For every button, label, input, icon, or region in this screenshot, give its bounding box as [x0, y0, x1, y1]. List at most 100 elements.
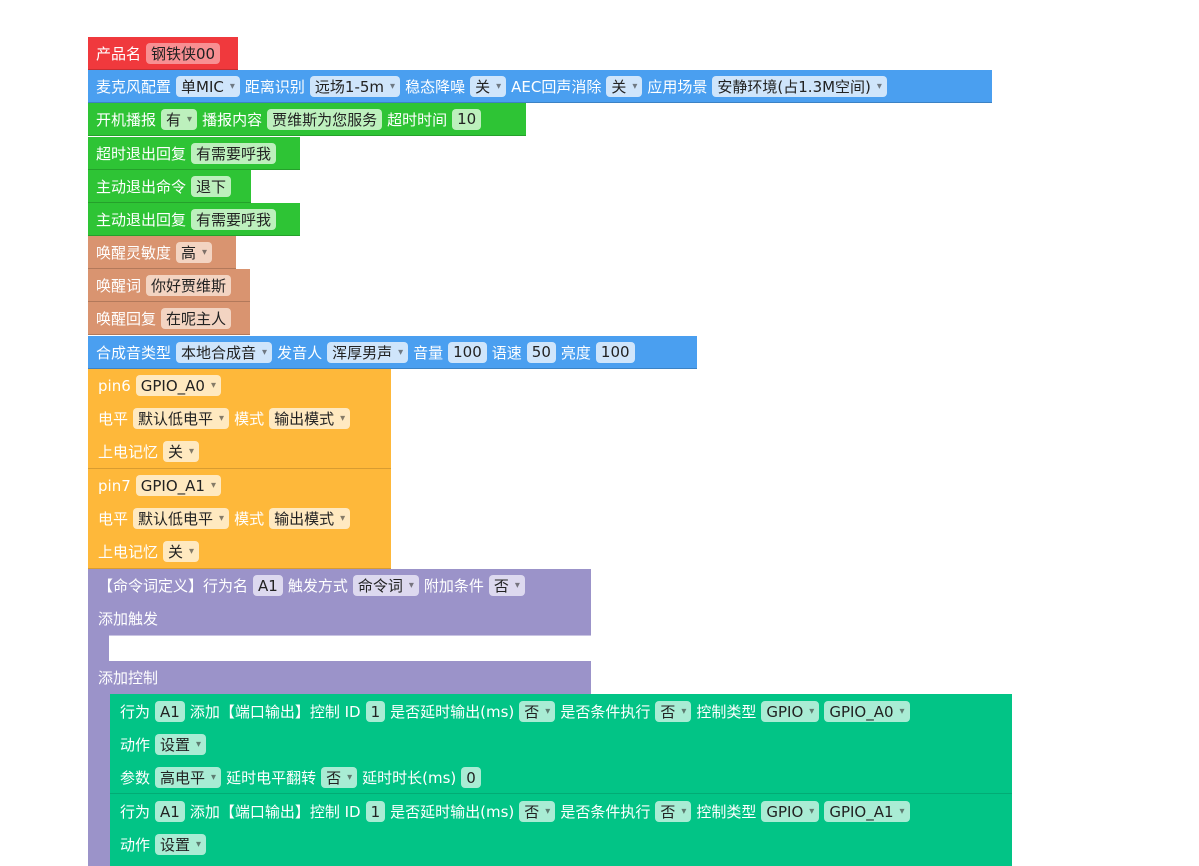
port-dropdown[interactable]: GPIO_A0 — [824, 701, 910, 722]
pin-dropdown[interactable]: GPIO_A1 — [135, 475, 221, 496]
control-type-dropdown[interactable]: GPIO — [761, 801, 820, 822]
trigger-slot-empty[interactable] — [109, 635, 591, 661]
speed-label: 语速 — [491, 343, 522, 362]
speed-input[interactable]: 50 — [526, 341, 556, 363]
wake-reply-input[interactable]: 在呢主人 — [161, 307, 232, 329]
level-dropdown[interactable]: 默认低电平 — [133, 408, 230, 429]
param-dropdown[interactable]: 高电平 — [155, 767, 222, 788]
exit-reply-input[interactable]: 有需要呼我 — [191, 208, 277, 230]
timeout-reply-input[interactable]: 有需要呼我 — [191, 142, 277, 164]
level-dropdown[interactable]: 默认低电平 — [133, 508, 230, 529]
speaker-dropdown[interactable]: 浑厚男声 — [327, 341, 409, 363]
pin-label: pin6 — [98, 376, 131, 395]
brightness-label: 亮度 — [560, 343, 591, 362]
behavior-input[interactable]: A1 — [155, 801, 185, 822]
port-dropdown[interactable]: GPIO_A1 — [824, 801, 910, 822]
pin-label: pin7 — [98, 476, 131, 495]
pin6-block[interactable]: pin6 GPIO_A0 电平 默认低电平 模式 输出模式 上电记忆 关 — [88, 369, 391, 469]
duration-input[interactable]: 0 — [461, 767, 481, 788]
boot-dropdown[interactable]: 有 — [161, 108, 198, 130]
volume-label: 音量 — [413, 343, 444, 362]
wake-word-block[interactable]: 唤醒词 你好贾维斯 — [88, 269, 250, 302]
tts-type-dropdown[interactable]: 本地合成音 — [176, 341, 273, 363]
timeout-reply-block[interactable]: 超时退出回复 有需要呼我 — [88, 137, 300, 170]
command-header-row: 【命令词定义】行为名 A1 触发方式 命令词 附加条件 否 — [98, 569, 530, 602]
volume-input[interactable]: 100 — [448, 341, 487, 363]
brightness-input[interactable]: 100 — [595, 341, 635, 363]
mic-config-label: 麦克风配置 — [96, 77, 172, 96]
aec-label: AEC回声消除 — [511, 77, 602, 96]
timeout-input[interactable]: 10 — [452, 108, 482, 130]
product-label: 产品名 — [96, 44, 142, 63]
behavior-input[interactable]: A1 — [155, 701, 185, 722]
trigger-dropdown[interactable]: 命令词 — [352, 575, 419, 596]
behavior-label: 行为 — [120, 703, 151, 721]
port-output-action-1[interactable]: 行为 A1 添加【端口输出】控制 ID 1 是否延时输出(ms) 否 是否条件执… — [110, 694, 1012, 794]
wake-reply-block[interactable]: 唤醒回复 在呢主人 — [88, 302, 250, 335]
port-output-action-2[interactable]: 行为 A1 添加【端口输出】控制 ID 1 是否延时输出(ms) 否 是否条件执… — [110, 794, 1012, 866]
distance-dropdown[interactable]: 远场1-5m — [309, 75, 401, 97]
pin6-level-row: 电平 默认低电平 模式 输出模式 — [98, 402, 355, 435]
pin6-row: pin6 GPIO_A0 — [98, 369, 226, 402]
delay-label: 是否延时输出(ms) — [390, 803, 515, 821]
pin7-level-row: 电平 默认低电平 模式 输出模式 — [98, 502, 355, 535]
exit-reply-label: 主动退出回复 — [96, 210, 187, 229]
distance-label: 距离识别 — [244, 77, 305, 96]
exit-cmd-label: 主动退出命令 — [96, 177, 187, 196]
wake-sensitivity-block[interactable]: 唤醒灵敏度 高 — [88, 236, 236, 269]
control-type-dropdown[interactable]: GPIO — [761, 701, 820, 722]
cond-exec-dropdown[interactable]: 否 — [655, 801, 692, 822]
action-dropdown[interactable]: 设置 — [155, 834, 207, 855]
action1-action-row: 动作 设置 — [120, 728, 211, 761]
mic-config-dropdown[interactable]: 单MIC — [176, 75, 240, 97]
aec-dropdown[interactable]: 关 — [606, 75, 643, 97]
add-trigger-row: 添加触发 — [98, 602, 163, 635]
product-name-input[interactable]: 钢铁侠00 — [146, 42, 221, 64]
memory-label: 上电记忆 — [98, 443, 159, 461]
command-def-block[interactable]: 【命令词定义】行为名 A1 触发方式 命令词 附加条件 否 添加触发 — [88, 569, 591, 635]
behavior-name-input[interactable]: A1 — [253, 575, 283, 596]
tts-block[interactable]: 合成音类型 本地合成音 发音人 浑厚男声 音量 100 语速 50 亮度 100 — [88, 336, 697, 369]
mode-dropdown[interactable]: 输出模式 — [269, 408, 351, 429]
wake-sens-dropdown[interactable]: 高 — [176, 241, 213, 263]
noise-label: 稳态降噪 — [405, 77, 466, 96]
delay-label: 是否延时输出(ms) — [390, 703, 515, 721]
add-control-section[interactable]: 添加控制 — [88, 661, 591, 694]
wake-word-input[interactable]: 你好贾维斯 — [146, 274, 232, 296]
mode-dropdown[interactable]: 输出模式 — [269, 508, 351, 529]
cond-exec-label: 是否条件执行 — [560, 703, 651, 721]
exit-reply-block[interactable]: 主动退出回复 有需要呼我 — [88, 203, 300, 236]
memory-label: 上电记忆 — [98, 543, 159, 561]
control-id-input[interactable]: 1 — [365, 701, 386, 722]
scene-dropdown[interactable]: 安静环境(占1.3M空间) — [712, 75, 887, 97]
cond-exec-dropdown[interactable]: 否 — [655, 701, 692, 722]
delay-dropdown[interactable]: 否 — [519, 701, 556, 722]
product-block[interactable]: 产品名 钢铁侠00 — [88, 37, 238, 70]
boot-content-input[interactable]: 贾维斯为您服务 — [267, 108, 383, 130]
condition-label: 附加条件 — [423, 577, 484, 595]
noise-dropdown[interactable]: 关 — [470, 75, 507, 97]
mic-config-block[interactable]: 麦克风配置 单MIC 距离识别 远场1-5m 稳态降噪 关 AEC回声消除 关 … — [88, 70, 992, 103]
memory-dropdown[interactable]: 关 — [163, 441, 200, 462]
wake-word-label: 唤醒词 — [96, 276, 142, 295]
add-port-label: 添加【端口输出】控制 ID — [189, 703, 361, 721]
action-dropdown[interactable]: 设置 — [155, 734, 207, 755]
exit-cmd-block[interactable]: 主动退出命令 退下 — [88, 170, 251, 203]
pin7-block[interactable]: pin7 GPIO_A1 电平 默认低电平 模式 输出模式 上电记忆 关 — [88, 469, 391, 569]
control-id-input[interactable]: 1 — [365, 801, 386, 822]
flip-dropdown[interactable]: 否 — [321, 767, 358, 788]
action1-header-row: 行为 A1 添加【端口输出】控制 ID 1 是否延时输出(ms) 否 是否条件执… — [120, 695, 915, 728]
pin-dropdown[interactable]: GPIO_A0 — [135, 375, 221, 396]
flip-label: 延时电平翻转 — [226, 769, 317, 787]
condition-dropdown[interactable]: 否 — [488, 575, 525, 596]
control-type-label: 控制类型 — [696, 803, 757, 821]
boot-announce-block[interactable]: 开机播报 有 播报内容 贾维斯为您服务 超时时间 10 — [88, 103, 526, 136]
memory-dropdown[interactable]: 关 — [163, 541, 200, 562]
control-slot-arm — [88, 694, 110, 866]
exit-cmd-input[interactable]: 退下 — [191, 175, 232, 197]
action1-param-row: 参数 高电平 延时电平翻转 否 延时时长(ms) 0 — [120, 761, 486, 794]
delay-dropdown[interactable]: 否 — [519, 801, 556, 822]
wake-reply-label: 唤醒回复 — [96, 309, 157, 328]
trigger-slot-arm — [88, 635, 109, 661]
mode-label: 模式 — [234, 410, 265, 428]
